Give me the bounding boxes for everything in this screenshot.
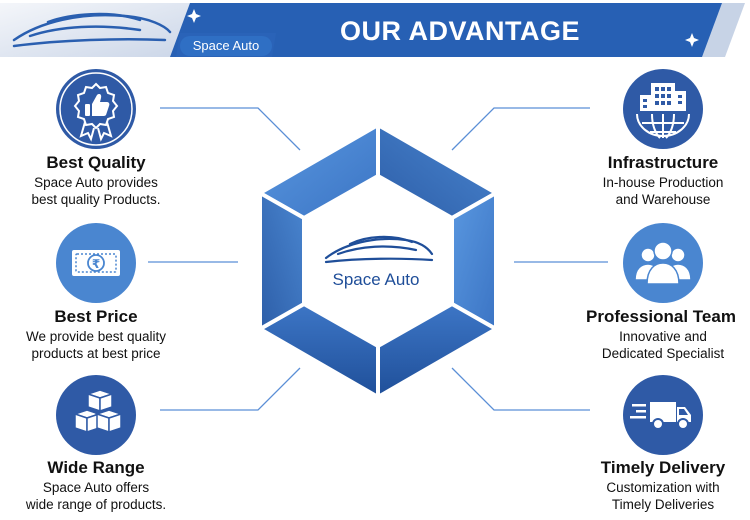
best-price-desc-line2: products at best price	[31, 346, 161, 361]
best-quality-desc-line2: best quality Products.	[31, 192, 161, 207]
timely-delivery-desc-line2: Timely Deliveries	[611, 497, 715, 512]
center-car-logo-icon	[324, 235, 434, 264]
infrastructure-desc-line1: In-house Production	[602, 175, 724, 190]
best-quality-desc-line1: Space Auto provides	[34, 175, 158, 190]
page-title: OUR ADVANTAGE	[340, 16, 580, 46]
professional-team-desc-line2: Dedicated Specialist	[601, 346, 725, 361]
car-logo-icon	[12, 12, 172, 48]
infrastructure-title: Infrastructure	[607, 153, 719, 172]
header-banner: Space Auto OUR ADVANTAGE	[0, 0, 750, 60]
wide-range-desc-line2: wide range of products.	[25, 497, 167, 512]
team-people-icon	[623, 223, 703, 303]
delivery-truck-icon	[623, 375, 703, 455]
professional-team-desc-line1: Innovative and	[619, 329, 707, 344]
brand-label: Space Auto	[192, 38, 260, 53]
wide-range-desc-line1: Space Auto offers	[42, 480, 150, 495]
sparkle-icon	[187, 9, 699, 47]
timely-delivery-desc-line1: Customization with	[606, 480, 720, 495]
professional-team-title: Professional Team	[586, 307, 736, 326]
rupee-banknote-icon: ₹	[56, 223, 136, 303]
best-quality-title: Best Quality	[46, 153, 146, 172]
svg-text:₹: ₹	[92, 257, 100, 271]
wide-range-title: Wide Range	[47, 458, 145, 477]
thumbs-up-badge-icon	[56, 69, 136, 149]
buildings-globe-icon	[623, 69, 703, 149]
center-brand-label: Space Auto	[332, 270, 420, 289]
stacked-boxes-icon	[56, 375, 136, 455]
best-price-title: Best Price	[54, 307, 138, 326]
timely-delivery-title: Timely Delivery	[600, 458, 726, 477]
infrastructure-desc-line2: and Warehouse	[615, 192, 711, 207]
best-price-desc-line1: We provide best quality	[25, 329, 167, 344]
advantage-hexagon	[256, 122, 500, 400]
banner-background	[0, 0, 750, 60]
